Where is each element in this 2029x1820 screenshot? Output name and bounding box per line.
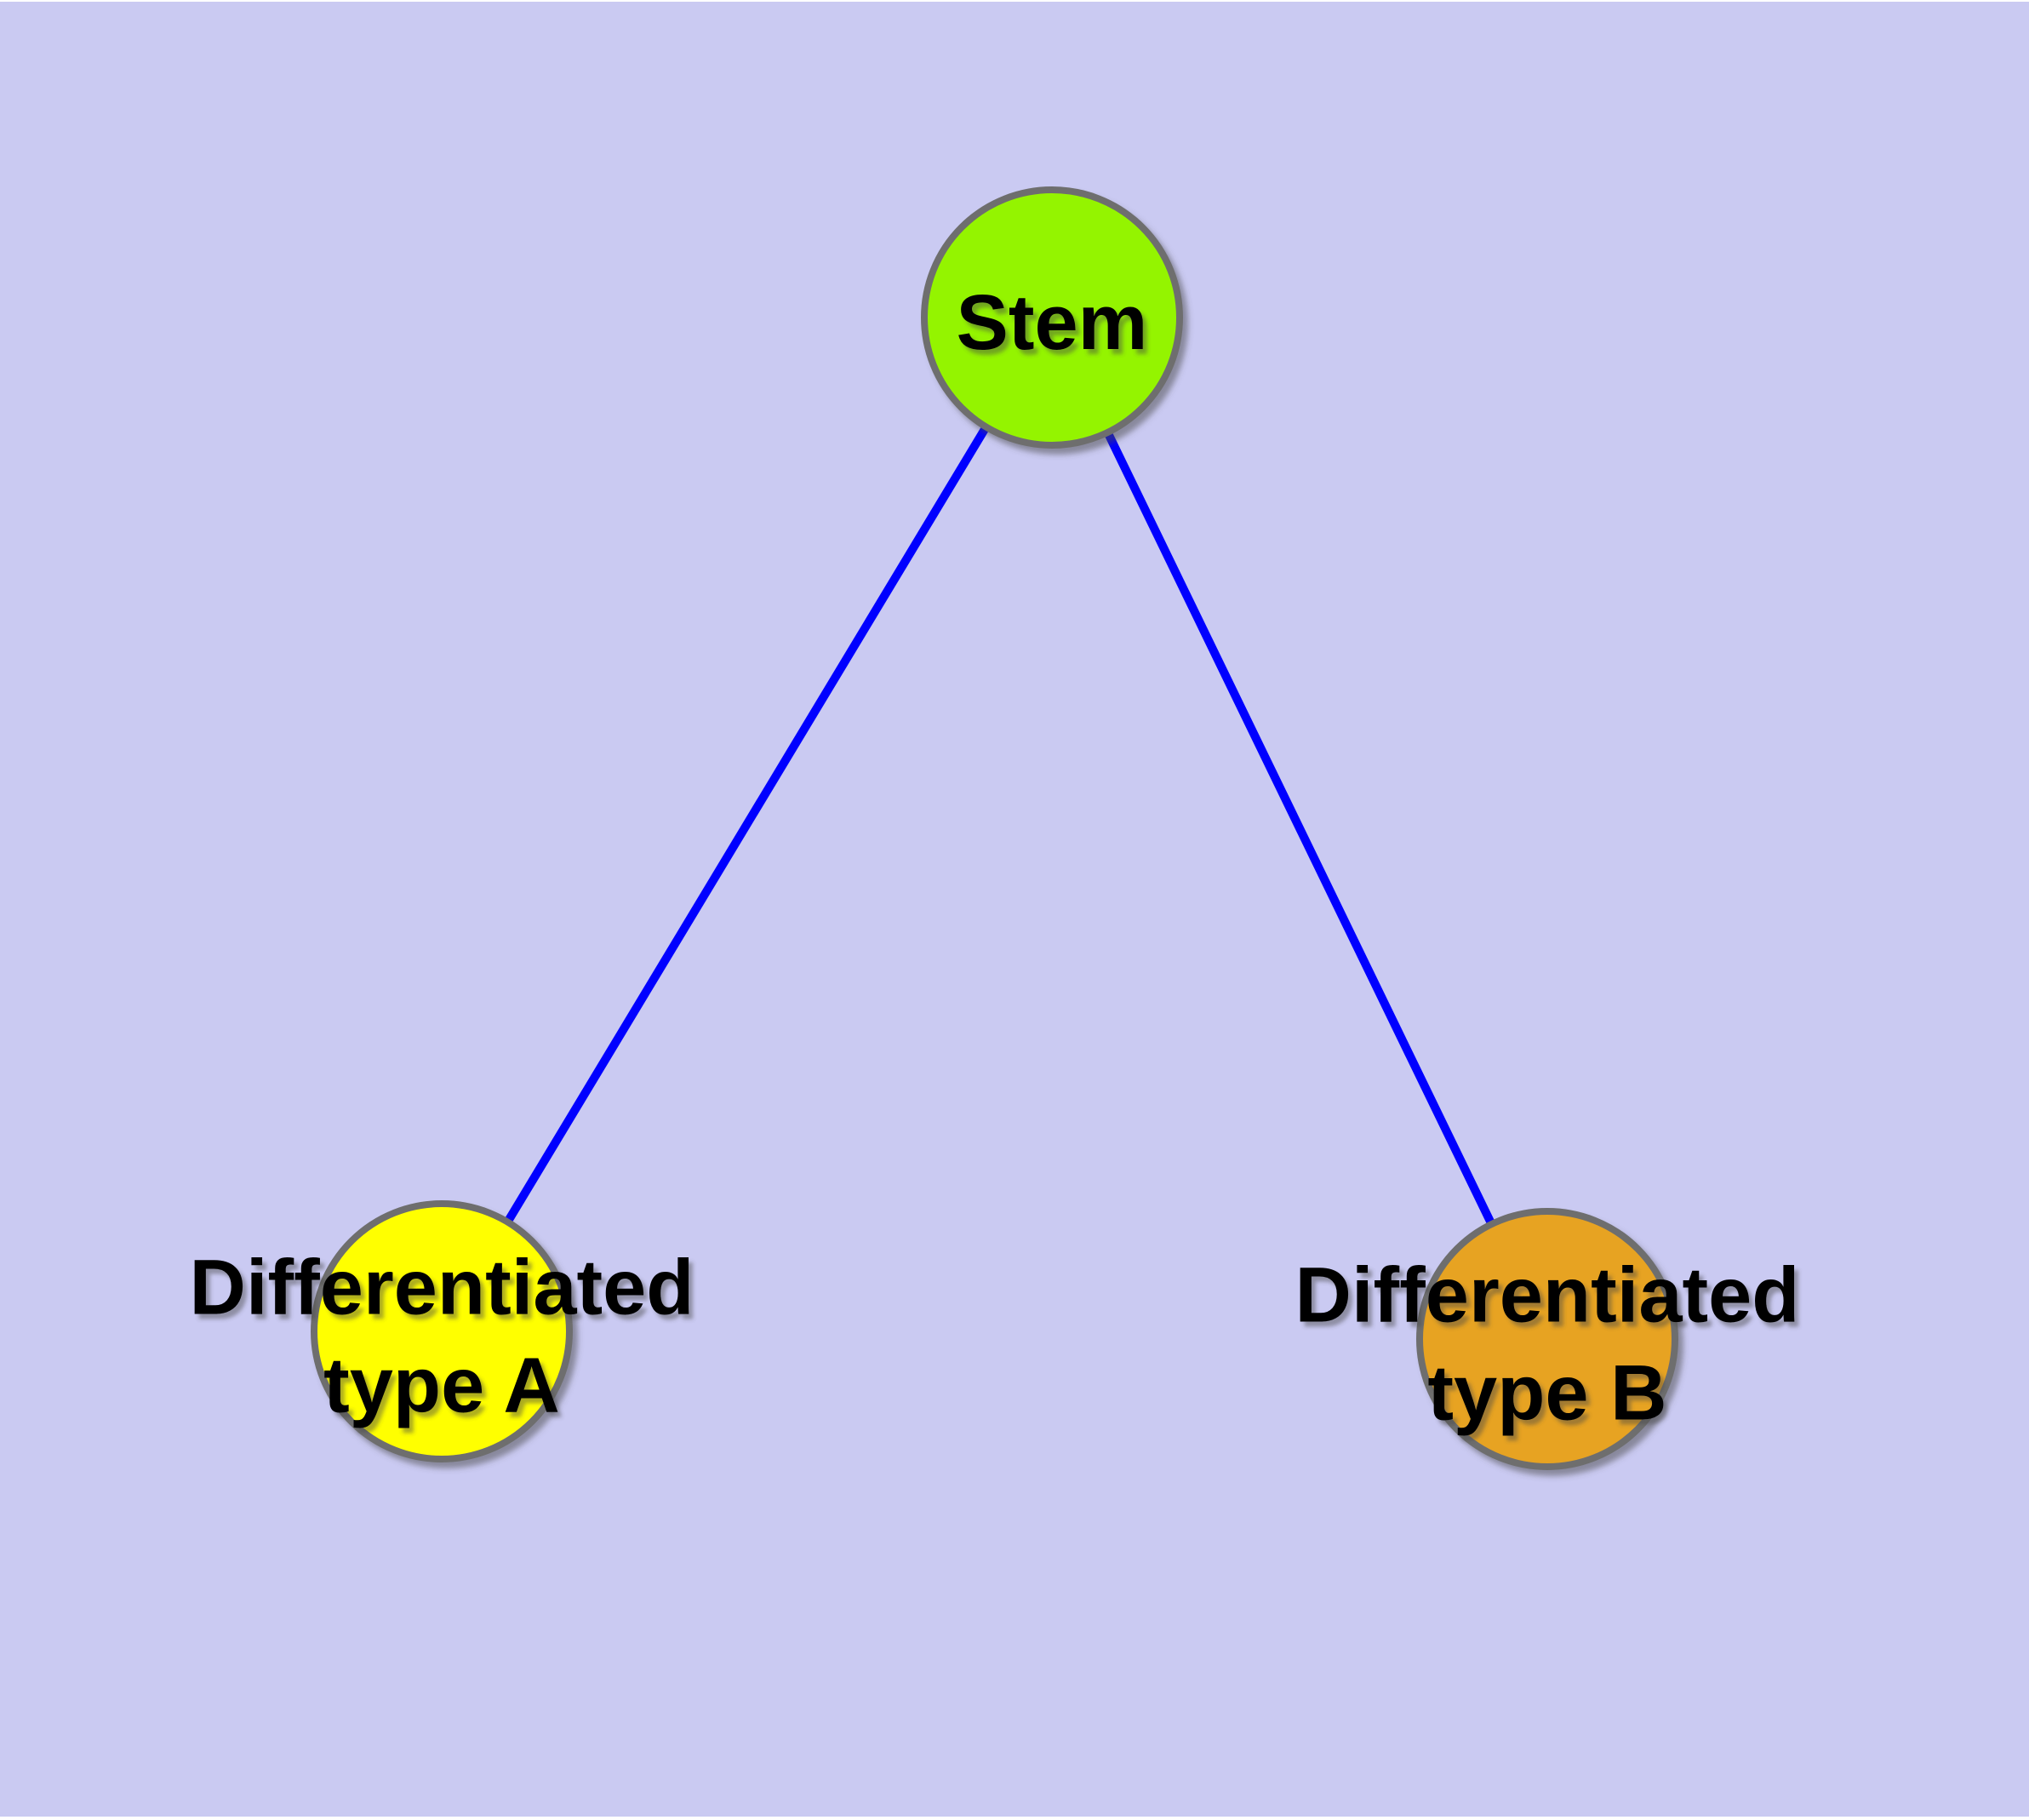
edge-stem-to-differentiated-type-a bbox=[437, 315, 1056, 1334]
edges-layer bbox=[437, 315, 1552, 1342]
nodes-layer bbox=[311, 186, 1678, 1470]
node-label-stem: Stem bbox=[957, 279, 1148, 366]
node-circle-differentiated-type-b bbox=[1416, 1208, 1678, 1470]
node-circle-differentiated-type-a bbox=[311, 1200, 573, 1462]
node-circle-stem bbox=[921, 186, 1183, 449]
edge-stem-to-differentiated-type-b bbox=[1048, 315, 1552, 1342]
